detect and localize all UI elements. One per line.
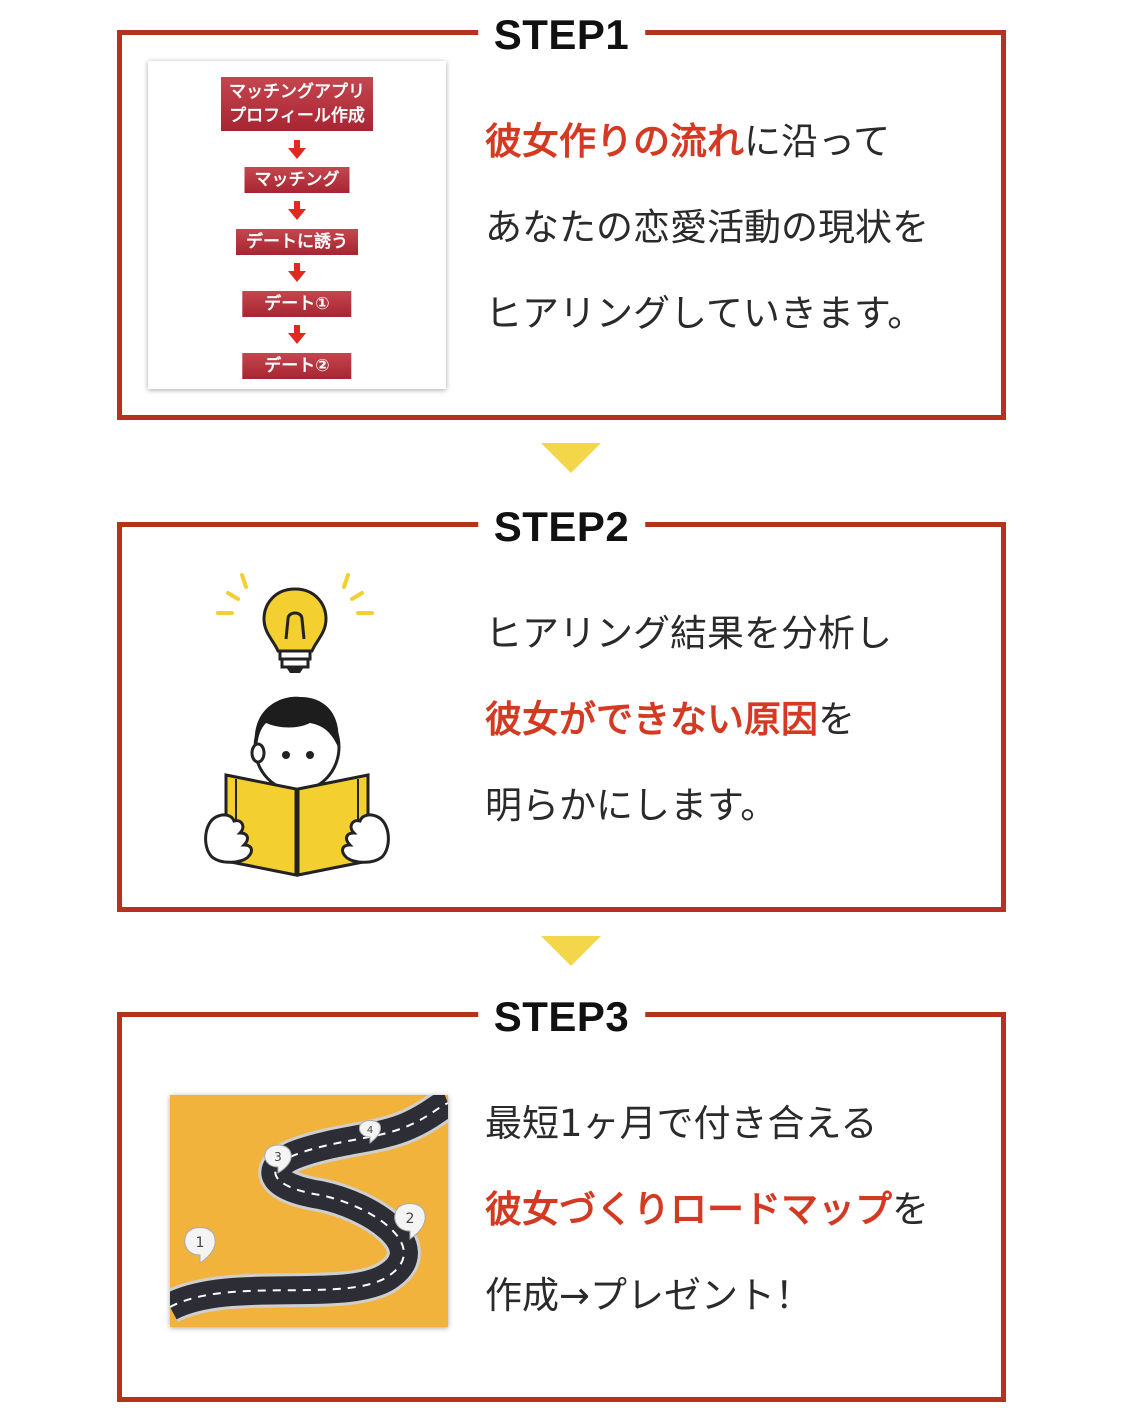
book-icon bbox=[224, 773, 370, 877]
flow-box-date1: デート① bbox=[242, 291, 352, 317]
step3-line1: 最短1ヶ月で付き合える bbox=[485, 1102, 878, 1145]
pin-label-1: 1 bbox=[196, 1235, 205, 1251]
road-icon bbox=[170, 1095, 448, 1323]
flow-box-matching: マッチング bbox=[244, 167, 350, 193]
highlight-text: 彼女作りの流れ bbox=[485, 120, 744, 163]
step1-card: STEP1 マッチングアプリ プロフィール作成 マッチング デートに誘う デート… bbox=[117, 5, 1006, 420]
step3-line3: 作成→プレゼント！ bbox=[485, 1274, 813, 1317]
person-head-icon bbox=[250, 696, 341, 793]
step1-line1: 彼女作りの流れに沿って bbox=[485, 99, 929, 185]
step2-card: STEP2 bbox=[117, 497, 1006, 912]
step1-line3: ヒアリングしていきます。 bbox=[485, 292, 925, 335]
step3-line2: 彼女づくりロードマップを bbox=[485, 1167, 929, 1253]
step3-title: STEP3 bbox=[477, 987, 646, 1047]
map-pin-4: 4 bbox=[359, 1120, 381, 1145]
down-triangle-icon bbox=[541, 443, 601, 473]
lightbulb-icon bbox=[262, 587, 328, 673]
step2-line3: 明らかにします。 bbox=[485, 784, 778, 827]
step3-card: STEP3 1 2 3 4 最短1ヶ月で付き合える 彼女づくりロードマップを 作… bbox=[117, 987, 1006, 1402]
down-arrow-icon bbox=[288, 201, 306, 220]
highlight-text: 彼女ができない原因 bbox=[485, 698, 818, 741]
step2-description: ヒアリング結果を分析し 彼女ができない原因を 明らかにします。 bbox=[485, 591, 892, 849]
map-pin-1: 1 bbox=[184, 1227, 216, 1264]
hands-icon bbox=[204, 813, 390, 864]
pin-label-4: 4 bbox=[367, 1125, 373, 1136]
flow-box-profile: マッチングアプリ プロフィール作成 bbox=[221, 77, 373, 131]
step2-line1: ヒアリング結果を分析し bbox=[485, 612, 892, 655]
pin-label-2: 2 bbox=[406, 1211, 415, 1227]
down-arrow-icon bbox=[288, 263, 306, 282]
highlight-text: 彼女づくりロードマップ bbox=[485, 1188, 892, 1231]
down-arrow-icon bbox=[288, 325, 306, 344]
reading-person-illustration bbox=[204, 573, 390, 877]
flowchart-image: マッチングアプリ プロフィール作成 マッチング デートに誘う デート① デート② bbox=[148, 61, 446, 389]
flow-label-profile: プロフィール作成 bbox=[229, 106, 365, 126]
line-text: を bbox=[892, 1188, 929, 1231]
step1-line2: あなたの恋愛活動の現状を bbox=[485, 206, 929, 249]
step2-line2: 彼女ができない原因を bbox=[485, 677, 892, 763]
step1-description: 彼女作りの流れに沿って あなたの恋愛活動の現状を ヒアリングしていきます。 bbox=[485, 99, 929, 357]
line-text: を bbox=[818, 698, 855, 741]
step2-title: STEP2 bbox=[477, 497, 646, 557]
pin-label-3: 3 bbox=[274, 1150, 282, 1164]
roadmap-illustration: 1 2 3 4 bbox=[170, 1095, 448, 1327]
step1-title: STEP1 bbox=[477, 5, 646, 65]
flow-box-date2: デート② bbox=[242, 353, 352, 379]
light-rays-icon bbox=[216, 573, 374, 615]
line-text: に沿って bbox=[744, 120, 891, 163]
flow-box-invite: デートに誘う bbox=[236, 229, 358, 255]
down-arrow-icon bbox=[288, 140, 306, 159]
down-triangle-icon bbox=[541, 936, 601, 966]
map-pin-3: 3 bbox=[264, 1144, 292, 1174]
step3-description: 最短1ヶ月で付き合える 彼女づくりロードマップを 作成→プレゼント！ bbox=[485, 1081, 929, 1339]
flow-label-app: マッチングアプリ bbox=[229, 82, 365, 102]
map-pin-2: 2 bbox=[394, 1203, 426, 1240]
